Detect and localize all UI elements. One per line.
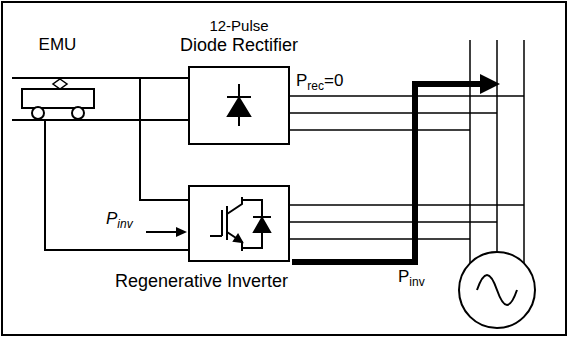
arrow-head [176,227,187,237]
arrow-head [480,74,500,94]
node-heading: Regenerative Inverter [115,272,288,292]
rectifier-box: 12-PulseDiode Rectifier [188,66,290,145]
power-arrow [146,231,178,233]
train-body [22,89,94,108]
sine-symbol [477,275,517,305]
node-heading: Diode Rectifier [180,36,298,56]
rail-line [12,119,100,121]
power-wire [45,120,188,250]
ac-source [459,252,535,328]
train-wheel [72,107,84,119]
power-label: Pinv [106,210,133,231]
node-heading: EMU [39,36,77,55]
pantograph [53,79,67,89]
symbol-text: P [106,209,117,228]
subscript-text: rec [307,79,324,93]
power-wire [100,78,188,200]
power-wire [100,119,188,121]
power-label: Pinv [398,268,425,289]
power-flow-arrow [292,84,482,262]
diode-symbol [227,84,251,126]
igbt-symbol [210,197,271,251]
train-node: EMU [15,36,100,120]
subscript-text: inv [409,275,424,289]
inverter-box: Regenerative Inverter [188,185,290,262]
ac-wires [290,40,524,264]
frame-border [2,2,566,335]
power-label: Prec=0 [296,72,343,93]
symbol-text: =0 [324,71,343,90]
symbol-text: P [296,71,307,90]
subscript-text: inv [117,217,132,231]
catenary-wire [12,77,100,79]
node-heading: 12-Pulse [209,18,268,35]
train-wheel [32,107,44,119]
symbol-text: P [398,267,409,286]
